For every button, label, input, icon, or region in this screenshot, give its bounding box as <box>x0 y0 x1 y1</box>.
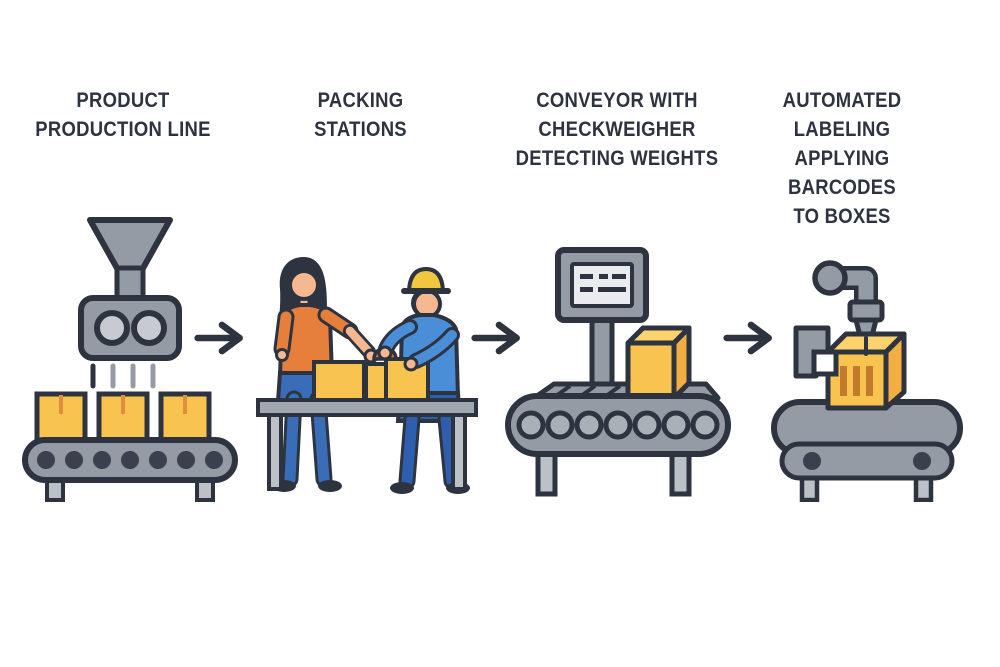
stage-label-checkweigher: CONVEYOR WITH CHECKWEIGHER DETECTING WEI… <box>515 89 719 170</box>
automated-labeling-illustration <box>771 260 963 502</box>
conveyor-icon <box>22 437 238 502</box>
flow-arrow-icon <box>723 321 772 355</box>
female-worker-arm <box>317 306 379 364</box>
stage-label-production-line: PRODUCT PRODUCTION LINE <box>35 89 211 141</box>
flow-arrow-icon <box>471 321 520 355</box>
conveyor-icon <box>505 393 731 497</box>
checkweigher-illustration <box>505 247 731 497</box>
packing-stations-illustration <box>256 257 478 494</box>
production-line-illustration <box>22 217 238 502</box>
weight-display-icon <box>555 247 649 395</box>
stage-label-automated-labeling: AUTOMATED LABELING APPLYING BARCODES TO … <box>782 89 902 228</box>
weight-readout <box>580 274 626 292</box>
conveyor-icon <box>771 399 963 502</box>
box-icon <box>625 325 692 401</box>
filling-machine-icon <box>78 295 182 389</box>
box-icon <box>34 391 212 443</box>
hopper-icon <box>87 217 173 303</box>
label-sticker-icon <box>811 349 839 377</box>
stage-label-packing-stations: PACKING STATIONS <box>314 89 407 141</box>
male-worker-arms <box>377 319 460 372</box>
flow-arrow-icon <box>194 321 243 355</box>
barcode-icon <box>840 366 873 396</box>
female-worker-icon <box>272 257 342 492</box>
packing-table-icon <box>256 398 478 491</box>
falling-product-icon <box>90 363 156 389</box>
